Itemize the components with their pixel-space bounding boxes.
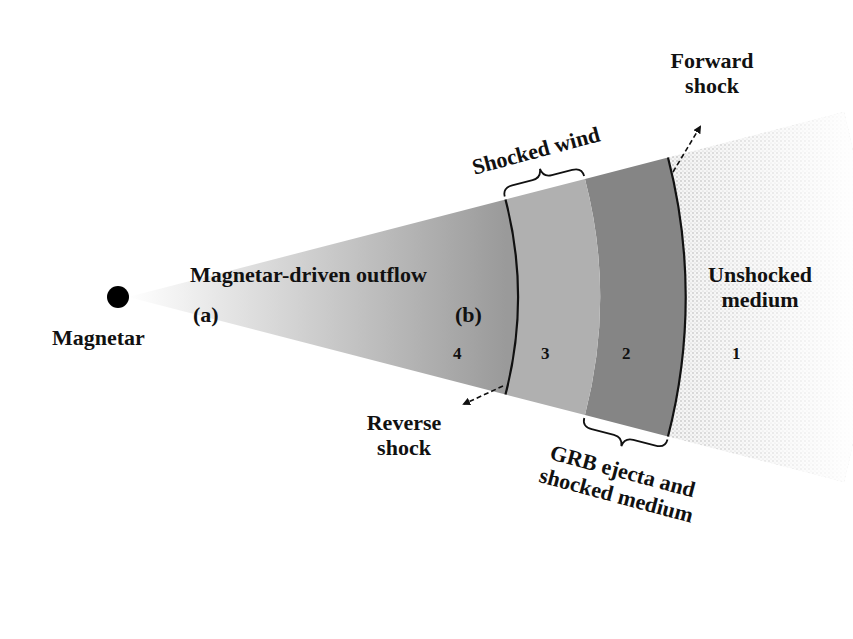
point-label: (b) (455, 302, 482, 327)
unshocked-region (668, 112, 853, 482)
ejecta-region (585, 158, 686, 437)
region-number: 1 (732, 344, 741, 364)
point-label: (a) (193, 302, 219, 327)
reverse-shock (506, 200, 518, 395)
reverse-shock-leader (464, 386, 503, 404)
shocked-wind-region (506, 179, 600, 415)
forward-shock (668, 158, 686, 437)
outflow-label: Magnetar-driven outflow (190, 262, 427, 287)
magnetar-label: Magnetar (52, 325, 145, 350)
region-number: 4 (453, 344, 462, 364)
forward-shock-leader (673, 127, 700, 172)
outflow-region (128, 200, 518, 395)
magnetar-dot (107, 286, 129, 308)
forward-shock-label: Forward shock (657, 48, 767, 99)
unshocked-fade (668, 112, 853, 482)
region-number: 2 (622, 344, 631, 364)
ejecta-label: GRB ejecta and shocked medium (509, 431, 730, 536)
unshocked-label: Unshocked medium (685, 262, 835, 313)
shocked-wind-label: Shocked wind (465, 120, 607, 181)
reverse-shock-label: Reverse shock (348, 410, 460, 461)
region-number: 3 (541, 344, 550, 364)
